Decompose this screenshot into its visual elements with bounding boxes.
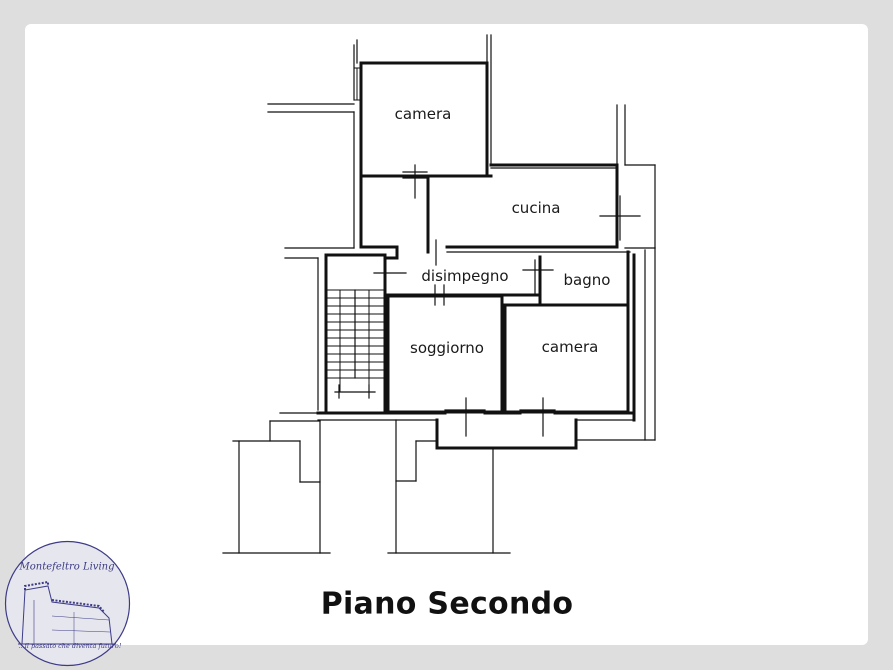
logo-tagline: ...il passato che diventa futuro! bbox=[18, 642, 122, 650]
room-label-soggiorno: soggiorno bbox=[410, 339, 484, 357]
room-label-camera-top: camera bbox=[394, 105, 452, 123]
room-camera-top-walls bbox=[359, 61, 489, 178]
floor-title: Piano Secondo bbox=[320, 586, 574, 622]
room-label-cucina: cucina bbox=[511, 199, 561, 217]
brand-logo bbox=[4, 540, 131, 667]
logo-brand-text: Montefeltro Living bbox=[19, 561, 115, 573]
stair-treads bbox=[327, 289, 385, 393]
room-label-camera-bottom: camera bbox=[541, 338, 599, 356]
floorplan-card bbox=[25, 24, 868, 645]
castle-icon bbox=[18, 580, 116, 645]
room-label-disimpegno: disimpegno bbox=[421, 267, 509, 285]
room-label-bagno: bagno bbox=[563, 271, 611, 289]
